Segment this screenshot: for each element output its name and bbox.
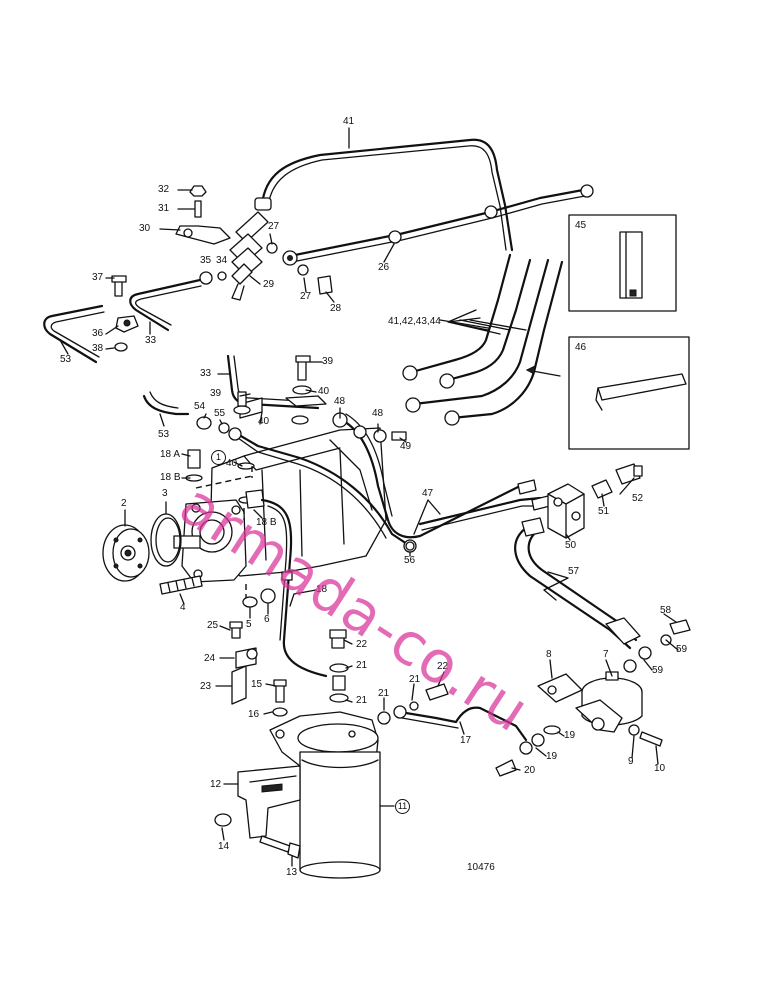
callout-37: 37 [92, 272, 104, 283]
callout-10: 10 [654, 763, 666, 774]
callout-58: 58 [660, 605, 672, 616]
callout-38: 38 [92, 343, 104, 354]
callout-26: 26 [378, 262, 390, 273]
callout-21-b: 21 [409, 674, 421, 685]
callout-59-a: 59 [676, 644, 688, 655]
box-46 [525, 336, 690, 450]
callout-40-c: 40 [226, 458, 238, 469]
callout-33-b: 33 [200, 368, 212, 379]
callout-1: 1 [211, 450, 226, 465]
callout-46: 46 [575, 342, 587, 353]
callout-14: 14 [218, 841, 230, 852]
callout-31: 31 [158, 203, 170, 214]
box-45 [568, 214, 677, 312]
callout-48-a: 48 [334, 396, 346, 407]
callout-59-b: 59 [652, 665, 664, 676]
callout-17: 17 [460, 735, 472, 746]
callout-12: 12 [210, 779, 222, 790]
callout-49: 49 [400, 441, 412, 452]
callout-27-b: 27 [300, 291, 312, 302]
callout-50: 50 [565, 540, 577, 551]
callout-30: 30 [139, 223, 151, 234]
injector-29 [229, 211, 333, 301]
callout-18a: 18 A [160, 449, 181, 460]
callout-18: 18 [316, 584, 328, 595]
callout-11: 11 [395, 799, 410, 814]
callout-41-42-43-44: 41,42,43,44 [388, 316, 441, 327]
callout-7: 7 [603, 649, 609, 660]
callout-40-a: 40 [318, 386, 330, 397]
callout-19-b: 19 [546, 751, 558, 762]
return-hoses-53-33 [43, 275, 202, 364]
callout-13: 13 [286, 867, 298, 878]
callout-47: 47 [422, 488, 434, 499]
callout-24: 24 [204, 653, 216, 664]
callout-9: 9 [628, 756, 634, 767]
figure-number: 10476 [467, 862, 495, 873]
callout-36: 36 [92, 328, 104, 339]
callout-8: 8 [546, 649, 552, 660]
callout-22-a: 22 [356, 639, 368, 650]
callout-20: 20 [524, 765, 536, 776]
callout-6: 6 [264, 614, 270, 625]
callout-56: 56 [404, 555, 416, 566]
callout-4: 4 [180, 602, 186, 613]
bracket-50 [547, 463, 643, 539]
callout-18b: 18 B [160, 472, 181, 483]
feed-pump-7 [537, 619, 691, 747]
callout-41: 41 [343, 116, 355, 127]
callout-54: 54 [194, 401, 206, 412]
callout-33-a: 33 [145, 335, 157, 346]
callout-5: 5 [246, 619, 252, 630]
callout-53-b: 53 [158, 429, 170, 440]
hose-53-lower [142, 391, 230, 434]
leader-lines [59, 127, 679, 867]
callout-28: 28 [330, 303, 342, 314]
callout-45: 45 [575, 220, 587, 231]
callout-32: 32 [158, 184, 170, 195]
injection-pump [102, 427, 417, 678]
callout-18b-2: 18 B [256, 517, 277, 528]
callout-22-b: 22 [437, 661, 449, 672]
callout-57: 57 [568, 566, 580, 577]
fuel-lines-47-48 [332, 412, 551, 551]
fuel-pipe-17 [377, 683, 545, 777]
callout-39-b: 39 [210, 388, 222, 399]
callout-21-a: 21 [356, 660, 368, 671]
callout-21-d: 21 [378, 688, 390, 699]
callout-16: 16 [248, 709, 260, 720]
fuel-filter [214, 621, 381, 879]
callout-34: 34 [216, 255, 228, 266]
injection-pipes-41-44 [402, 253, 564, 426]
callout-21-c: 21 [356, 695, 368, 706]
callout-2: 2 [121, 498, 127, 509]
callout-25: 25 [207, 620, 219, 631]
hose-57 [514, 517, 652, 660]
callout-52: 52 [632, 493, 644, 504]
callout-53-a: 53 [60, 354, 72, 365]
callout-48-b: 48 [372, 408, 384, 419]
upper-return-line-33 [226, 354, 327, 425]
injector-clamp-30 [175, 185, 231, 285]
callout-19-a: 19 [564, 730, 576, 741]
callout-3: 3 [162, 488, 168, 499]
callout-40-b: 40 [258, 416, 270, 427]
callout-27-a: 27 [268, 221, 280, 232]
callout-55: 55 [214, 408, 226, 419]
callout-29: 29 [263, 279, 275, 290]
callout-15: 15 [251, 679, 263, 690]
callout-51: 51 [598, 506, 610, 517]
callout-39-a: 39 [322, 356, 334, 367]
callout-35: 35 [200, 255, 212, 266]
callout-23: 23 [200, 681, 212, 692]
leak-off-pipe-41 [254, 138, 594, 263]
